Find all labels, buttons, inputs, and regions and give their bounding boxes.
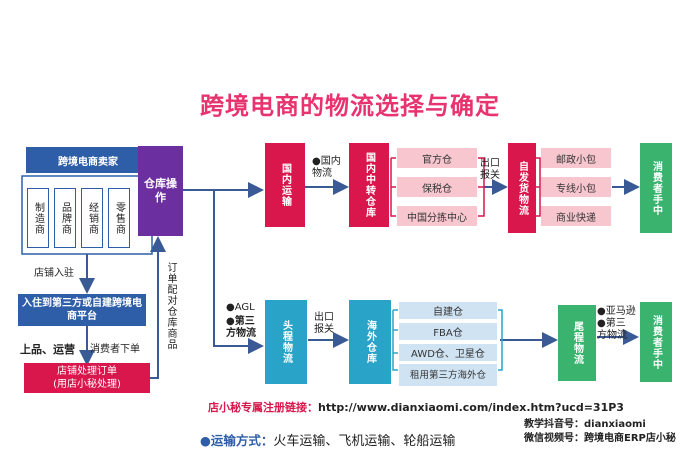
- label-warehouse-order: 订单配对仓库商品: [165, 262, 176, 350]
- self-delivery-box: 自发货物流: [508, 143, 536, 233]
- label-consumer-order: 消费者下单: [90, 344, 140, 355]
- seller-type-manufacturer: 制造商: [27, 188, 49, 248]
- label-agl: ●AGL: [226, 302, 255, 313]
- label-amazon: ●亚马逊: [597, 306, 636, 317]
- order-box-line1: 店铺处理订单: [57, 366, 117, 377]
- platform-box: 入住到第三方或自建跨境电商平台: [18, 294, 146, 326]
- label-listing-ops: 上品、运营: [20, 343, 75, 356]
- register-url[interactable]: http://www.dianxiaomi.com/index.htm?ucd=…: [318, 401, 624, 414]
- order-box-line2: (用店小秘处理): [53, 379, 121, 390]
- warehouse-official: 官方仓: [397, 148, 477, 168]
- seller-type-retailer: 零售商: [108, 188, 130, 248]
- last-leg-box: 尾程物流: [558, 305, 596, 381]
- transport-modes: 火车运输、飞机运输、轮船运输: [273, 434, 456, 449]
- label-third-party-logistics: ●第三方物流: [226, 316, 256, 339]
- label-store-entry: 店铺入驻: [34, 268, 74, 279]
- overseas-warehouse-box: 海外仓库: [349, 300, 391, 384]
- carrier-postal: 邮政小包: [541, 148, 611, 168]
- domestic-transport-box: 国内运输: [265, 143, 305, 227]
- warehouse-operation-box: 仓库操作: [138, 146, 183, 236]
- label-domestic-logistics: ●国内物流: [312, 156, 341, 179]
- overseas-fba: FBA仓: [399, 323, 497, 340]
- label-export-customs-bottom: 出口报关: [314, 312, 334, 335]
- order-box: 店铺处理订单 (用店小秘处理): [24, 363, 150, 393]
- consumer-box-bottom: 消费者手中: [640, 302, 672, 382]
- wechat-account: 微信视频号：跨境电商ERP店小秘: [524, 433, 676, 444]
- warehouse-bonded: 保税仓: [397, 177, 477, 197]
- carrier-dedicated: 专线小包: [541, 177, 611, 197]
- social-accounts: 教学抖音号：dianxiaomi 微信视频号：跨境电商ERP店小秘: [524, 418, 676, 446]
- page-title: 跨境电商的物流选择与确定: [200, 92, 500, 120]
- domestic-hub-box: 国内中转仓库: [349, 143, 389, 227]
- seller-type-distributor: 经销商: [81, 188, 103, 248]
- register-label: 店小秘专属注册链接：: [208, 401, 318, 414]
- overseas-third-party: 租用第三方海外仓: [399, 364, 497, 386]
- seller-type-brand: 品牌商: [54, 188, 76, 248]
- label-third-party-logistics-2: ●第三方物流: [597, 318, 627, 341]
- register-link-row: 店小秘专属注册链接：http://www.dianxiaomi.com/inde…: [208, 399, 624, 415]
- first-leg-box: 头程物流: [265, 300, 307, 384]
- label-export-customs-top: 出口报关: [480, 158, 500, 181]
- overseas-self-built: 自建仓: [399, 302, 497, 319]
- transport-label: ●运输方式：: [200, 433, 274, 448]
- warehouse-sorting-center: 中国分拣中心: [397, 206, 477, 226]
- transport-modes-row: ●运输方式：火车运输、飞机运输、轮船运输: [200, 430, 455, 449]
- carrier-express: 商业快递: [541, 206, 611, 226]
- douyin-account: 教学抖音号：dianxiaomi: [524, 419, 646, 430]
- seller-header: 跨境电商卖家: [26, 147, 150, 173]
- consumer-box-top: 消费者手中: [640, 143, 672, 233]
- overseas-awd: AWD仓、卫星仓: [399, 344, 497, 361]
